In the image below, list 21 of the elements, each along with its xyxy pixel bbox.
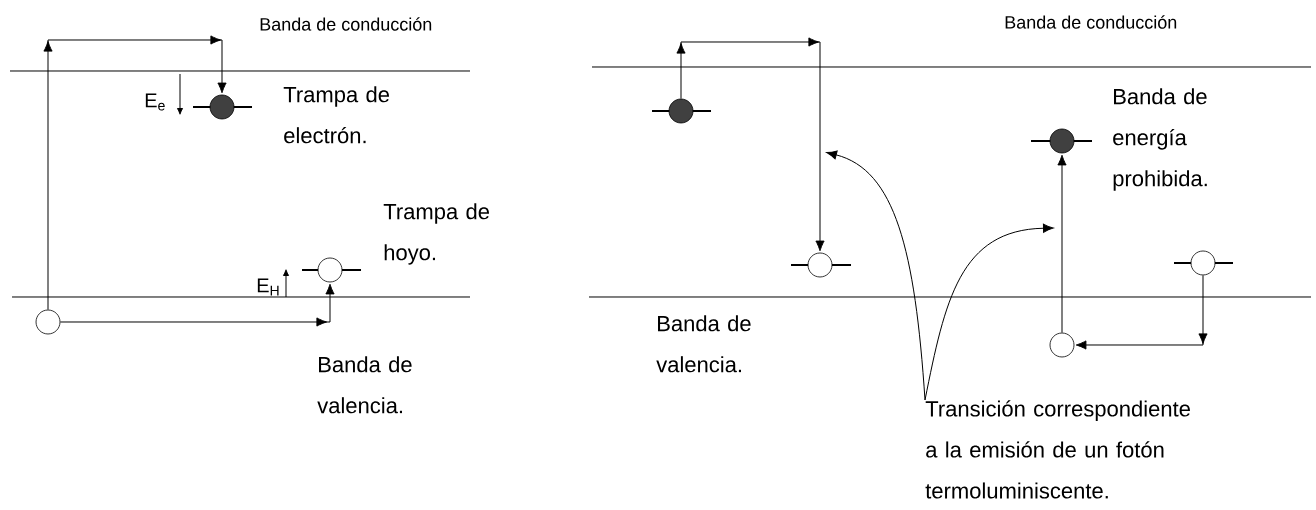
arrow — [59, 283, 335, 327]
band-label: Banda de valencia. — [317, 356, 412, 414]
leader-line — [826, 150, 926, 401]
trap-level-drawing — [193, 94, 252, 120]
annotation-text: Transición correspondiente a la emisión de un fotón termoluminiscente. — [925, 400, 1190, 499]
hole-circle — [35, 309, 61, 335]
trap-level-drawing — [1031, 128, 1092, 154]
hole-circle — [1049, 332, 1075, 358]
arrow — [43, 35, 227, 311]
trap-level-drawing — [791, 252, 851, 278]
leader-line — [924, 223, 1054, 401]
band-label: Banda de conducción — [1005, 15, 1177, 29]
caption-text: Trampa de electrón. — [283, 86, 389, 144]
arrow — [1057, 154, 1067, 334]
trap-level-drawing — [1174, 250, 1233, 276]
arrow — [676, 37, 825, 252]
trap-level-drawing — [302, 257, 361, 283]
caption-text: Trampa de hoyo. — [383, 203, 489, 265]
trap-level-drawing — [652, 98, 711, 124]
band-label: E$_{e}$ — [145, 93, 165, 111]
arrow — [1075, 274, 1208, 350]
